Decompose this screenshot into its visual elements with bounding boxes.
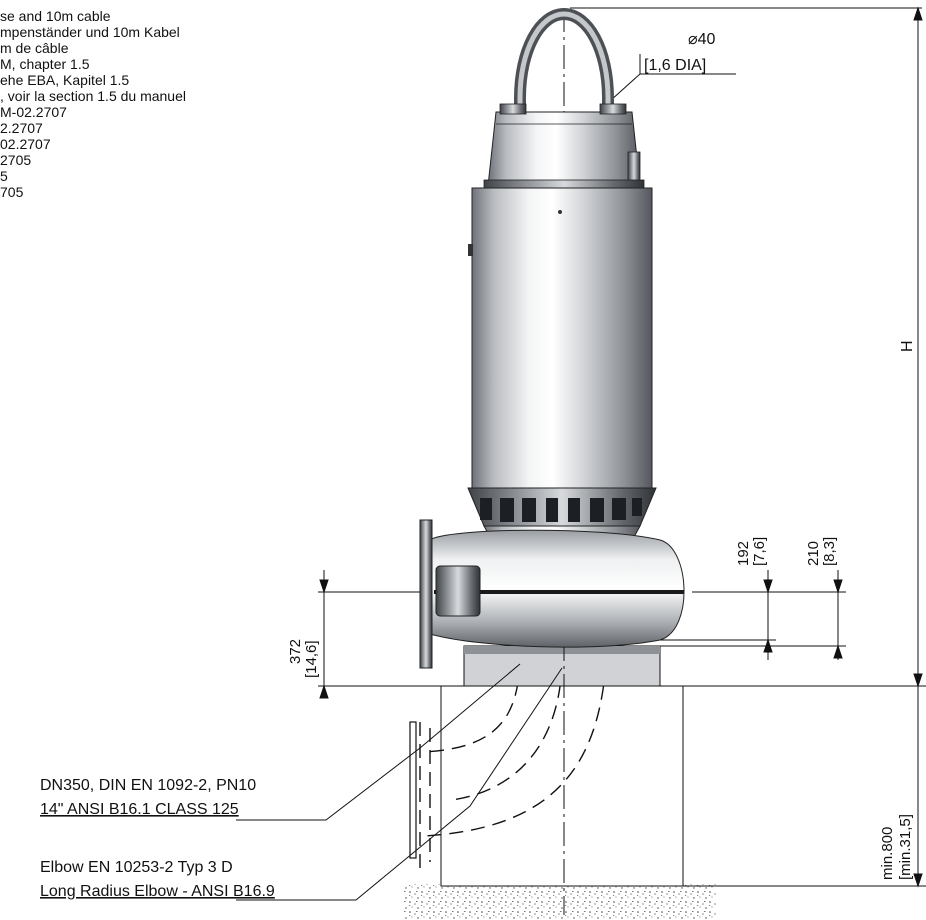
notes-block: se and 10m cable mpenständer und 10m Kab… [0, 8, 186, 200]
pump-volute [429, 529, 685, 648]
callout-leaders [236, 663, 563, 901]
inspection-cover [435, 565, 481, 617]
dim-372-label: 372 [287, 639, 304, 664]
outlet-flange [419, 519, 433, 669]
dim-372-inch-label: [14,6] [303, 640, 320, 678]
motor-top-cap [487, 111, 641, 187]
cooling-fins [467, 487, 657, 527]
note-line: m de câble [0, 40, 69, 56]
motor-housing [471, 187, 653, 498]
note-line: M, chapter 1.5 [0, 56, 90, 72]
dim-210-label: 210 [805, 541, 822, 566]
flange-callout-line2: 14" ANSI B16.1 CLASS 125 [40, 801, 239, 818]
pedestal-top [464, 646, 660, 654]
elbow-callout-line1: Elbow EN 10253-2 Typ 3 D [40, 859, 233, 876]
note-line: 02.2707 [0, 136, 51, 152]
flange-callout-line1: DN350, DIN EN 1092-2, PN10 [40, 777, 256, 794]
note-line: 705 [0, 184, 24, 200]
dim-min800-inch-label: [min.31,5] [897, 814, 914, 880]
note-line: 2705 [0, 152, 32, 168]
elbow-callout-line2: Long Radius Elbow - ANSI B16.9 [40, 883, 275, 900]
note-line: ehe EBA, Kapitel 1.5 [0, 72, 130, 88]
dim-192-inch-label: [7,6] [751, 537, 768, 566]
note-line: mpenständer und 10m Kabel [0, 24, 180, 40]
note-line: , voir la section 1.5 du manuel [0, 88, 186, 104]
gravel-bed [404, 884, 716, 920]
handle-dia-label: ⌀40 [688, 31, 716, 48]
elbow-hidden-lines [419, 659, 607, 868]
height-label: H [899, 340, 916, 352]
note-line: M-02.2707 [0, 104, 67, 120]
note-line: se and 10m cable [0, 8, 111, 24]
concrete-base [440, 685, 684, 887]
dim-192-label: 192 [735, 541, 752, 566]
base-flange [409, 721, 417, 859]
note-line: 2.2707 [0, 120, 43, 136]
note-line: 5 [0, 168, 8, 184]
dim-min800-label: min.800 [879, 827, 896, 880]
dim-210-inch-label: [8,3] [821, 537, 838, 566]
handle-dia-inch-label: [1,6 DIA] [644, 57, 706, 74]
